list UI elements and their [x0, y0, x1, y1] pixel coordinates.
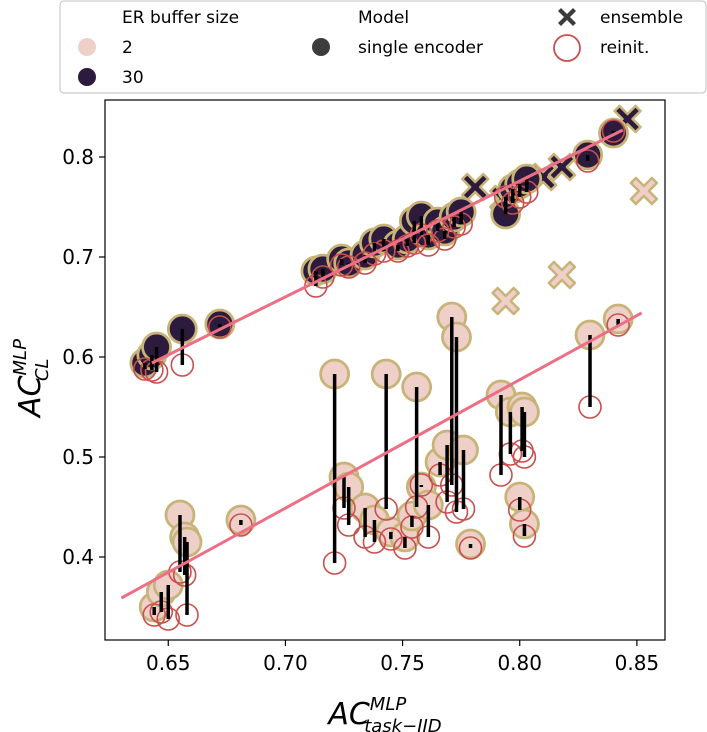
ensemble-marker-2-0	[491, 286, 520, 316]
trend-line-2	[120, 311, 643, 600]
legend-label-buffer-30: 30	[122, 68, 144, 88]
y-tick-label-2: 0.6	[62, 345, 94, 369]
x-tick-label-3: 0.80	[497, 651, 542, 675]
legend: ER buffer size 2 30 Model single encoder…	[59, 0, 707, 94]
reinit-point-2-17	[409, 473, 434, 497]
chart-marks	[120, 104, 659, 631]
reinit-point-2-13	[379, 527, 403, 551]
x-axis-label-sup: MLP	[370, 694, 407, 715]
reinit-point-30-16	[416, 233, 441, 257]
legend-label-single-encoder: single encoder	[358, 38, 483, 58]
x-axis-label-sub: task−IID	[364, 716, 441, 732]
reinit-point-30-4	[208, 315, 232, 339]
legend-marker-buffer-2	[78, 38, 96, 56]
axis-ticks: 0.65 0.70 0.75 0.80 0.85 0.4 0.5 0.6 0.7 0.8	[62, 145, 659, 675]
reinit-point-30-26	[601, 119, 626, 143]
x-tick-label-4: 0.85	[615, 651, 660, 675]
legend-hue-title: ER buffer size	[122, 8, 239, 28]
legend-marker-reinit	[553, 34, 581, 62]
reinit-point-30-18	[432, 227, 457, 251]
legend-marker-single-encoder	[312, 38, 330, 56]
legend-marker-ensemble	[558, 8, 576, 26]
reinit-point-30-25	[575, 149, 600, 173]
legend-frame	[59, 0, 707, 94]
ensemble-marker-2-1	[547, 260, 577, 290]
reinit-point-30-6	[311, 265, 335, 289]
legend-label-buffer-2: 2	[122, 38, 133, 58]
x-tick-label-2: 0.75	[380, 651, 425, 675]
y-tick-label-3: 0.7	[62, 245, 94, 269]
y-axis-label-main: AC	[13, 375, 48, 419]
x-tick-label-1: 0.70	[263, 651, 308, 675]
reinit-point-2-24	[458, 536, 483, 560]
ensemble-marker-30-3	[547, 152, 577, 182]
legend-marker-buffer-30	[78, 68, 96, 86]
y-tick-label-1: 0.5	[62, 445, 94, 469]
y-axis-label: ACMLPCL	[10, 339, 53, 419]
y-axis-label-sup: MLP	[10, 339, 31, 376]
y-axis-label-sub: CL	[32, 358, 53, 381]
ensemble-marker-2-2	[629, 176, 659, 206]
y-tick-label-0: 0.4	[62, 545, 94, 569]
x-axis-label-main: AC	[326, 697, 370, 732]
reinit-point-2-32	[606, 313, 630, 337]
reinit-point-30-8	[336, 255, 361, 279]
legend-model-title: Model	[358, 8, 409, 28]
legend-label-ensemble: ensemble	[600, 8, 683, 28]
y-tick-label-4: 0.8	[62, 145, 94, 169]
x-tick-label-0: 0.65	[146, 651, 191, 675]
legend-label-reinit: reinit.	[600, 38, 649, 58]
trend-line-30	[151, 128, 624, 365]
